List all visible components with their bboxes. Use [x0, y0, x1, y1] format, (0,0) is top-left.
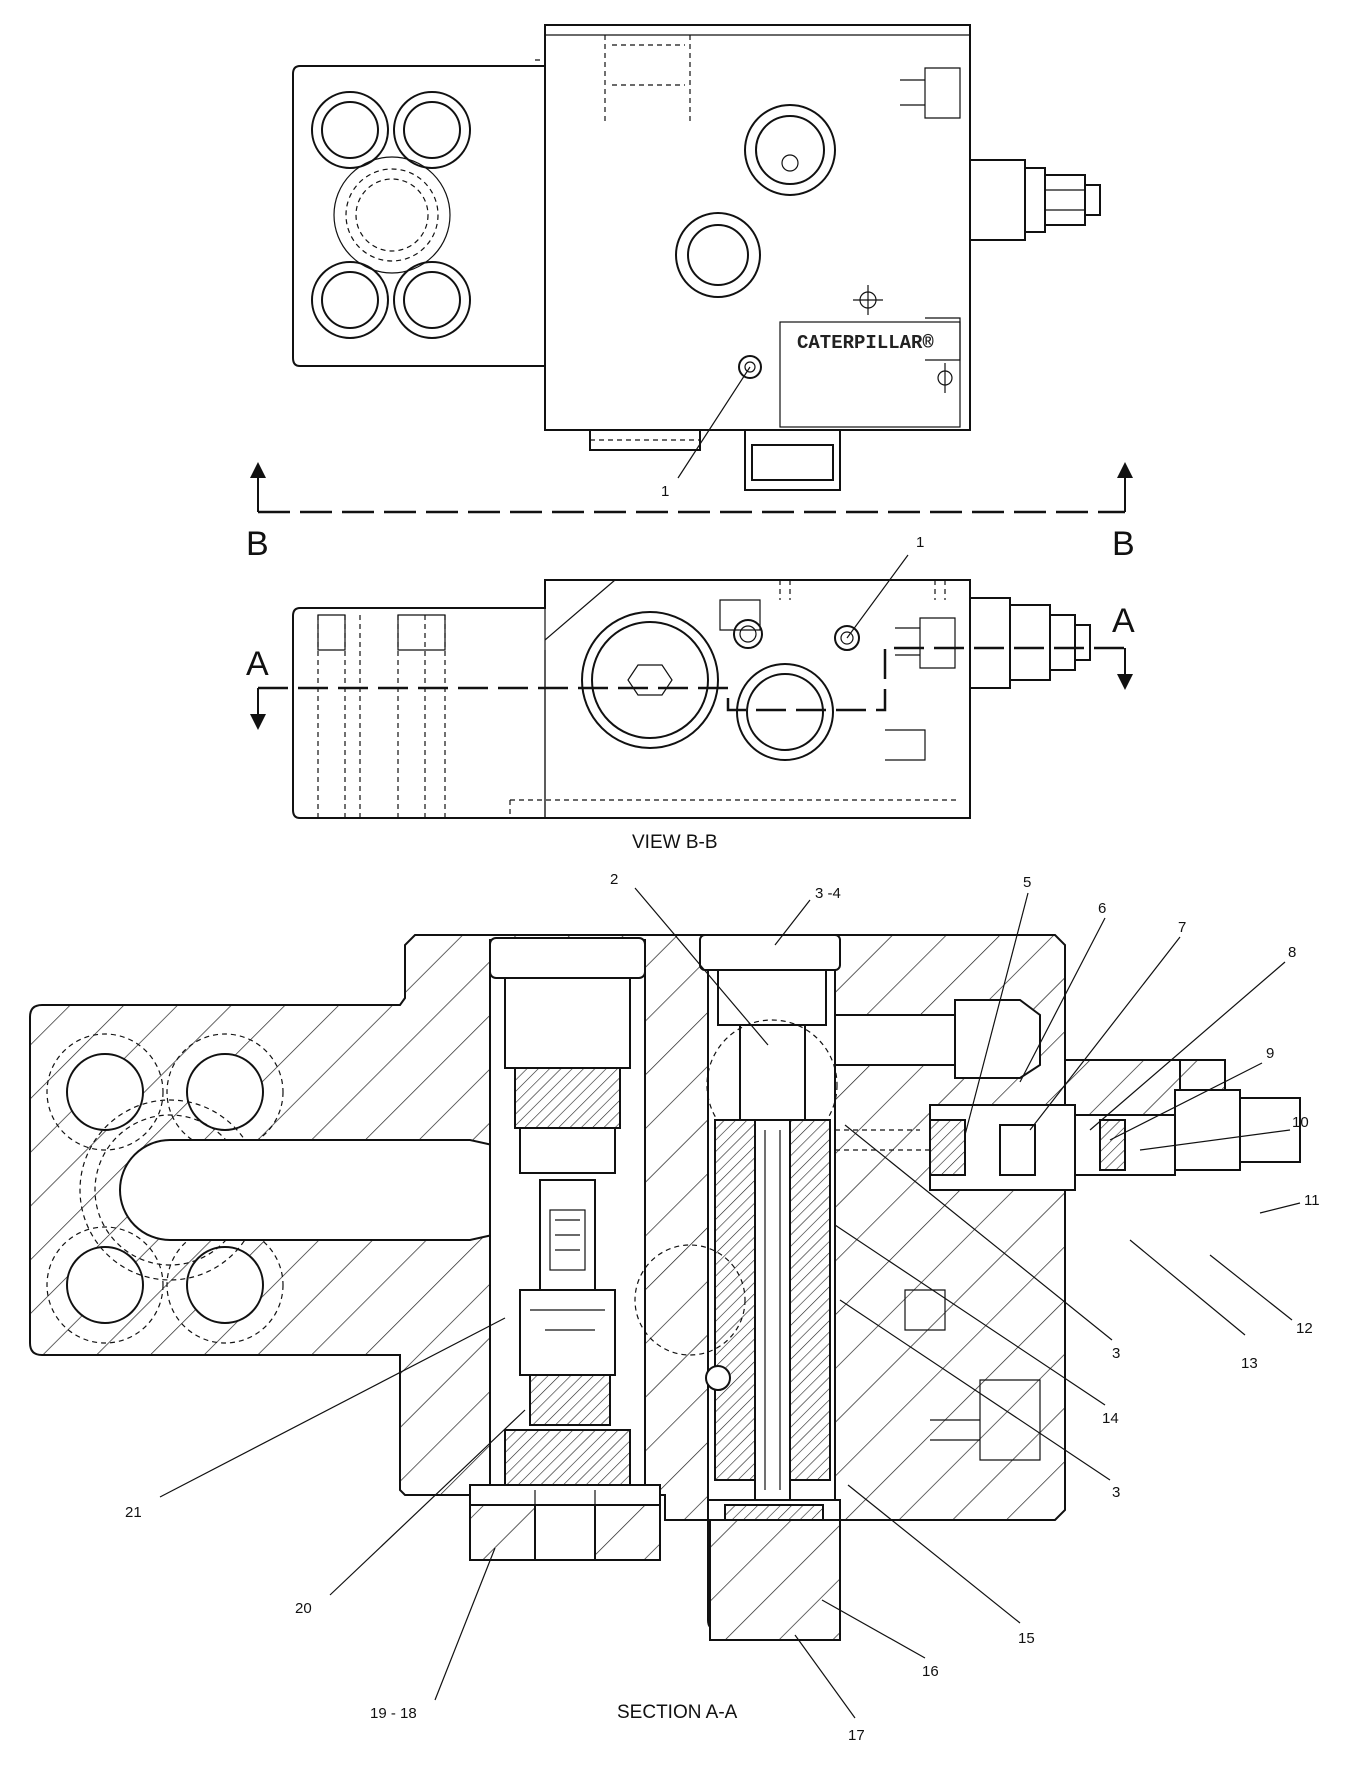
brand-text: CATERPILLAR®: [797, 332, 934, 354]
view-bb-caption: VIEW B-B: [632, 832, 718, 853]
callout-3-lower: 3: [1112, 1484, 1120, 1501]
callout-9: 9: [1266, 1045, 1274, 1062]
callout-12: 12: [1296, 1320, 1313, 1337]
callout-15: 15: [1018, 1630, 1035, 1647]
section-marker-a-left: A: [246, 645, 269, 683]
callout-8: 8: [1288, 944, 1296, 961]
callout-11: 11: [1304, 1192, 1320, 1209]
section-marker-b-right: B: [1112, 525, 1135, 563]
section-aa: [29, 934, 1301, 1641]
callout-1-top: 1: [661, 483, 669, 500]
callout-1-viewbb: 1: [916, 534, 924, 551]
section-aa-callouts: 2 3 -4 5 6 7 8 9 10 11 12 13 3 1: [125, 871, 1320, 1744]
callout-19-18: 19 - 18: [370, 1705, 417, 1722]
section-aa-caption: SECTION A-A: [617, 1702, 738, 1723]
callout-7: 7: [1178, 919, 1186, 936]
callout-13: 13: [1241, 1355, 1258, 1372]
callout-3-upper: 3: [1112, 1345, 1120, 1362]
callout-10: 10: [1292, 1114, 1309, 1131]
callout-3-4: 3 -4: [815, 885, 841, 902]
section-line-b: B B: [246, 462, 1135, 563]
callout-5: 5: [1023, 874, 1031, 891]
callout-2: 2: [610, 871, 618, 888]
section-marker-a-right: A: [1112, 602, 1135, 640]
callout-14: 14: [1102, 1410, 1119, 1427]
callout-6: 6: [1098, 900, 1106, 917]
callout-17: 17: [848, 1727, 865, 1744]
port-group: [311, 91, 471, 339]
view-bb: A A 1 VIEW B-B: [246, 534, 1135, 853]
callout-21: 21: [125, 1504, 142, 1521]
top-view: CATERPILLAR® 1: [292, 24, 1101, 500]
callout-16: 16: [922, 1663, 939, 1680]
section-marker-b-left: B: [246, 525, 269, 563]
callout-20: 20: [295, 1600, 312, 1617]
